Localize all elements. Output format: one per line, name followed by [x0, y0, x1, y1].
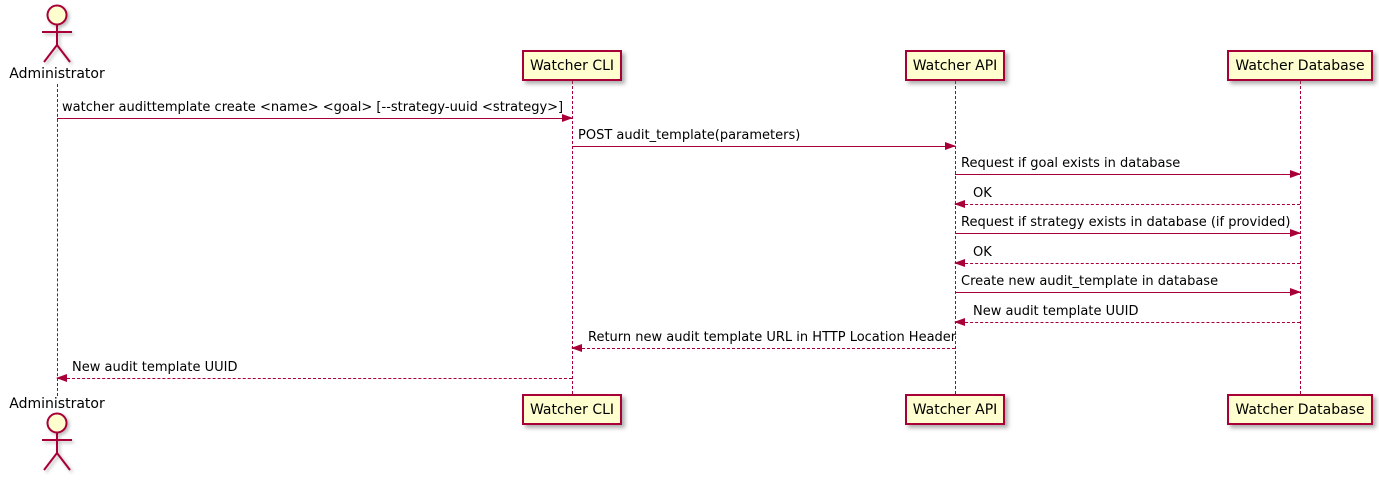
participant-watcher-cli-bottom: Watcher CLI	[522, 394, 622, 425]
administrator-actor-icon	[42, 4, 72, 63]
arrowhead-icon	[562, 114, 573, 122]
message-9-label: Return new audit template URL in HTTP Lo…	[588, 330, 957, 345]
message-2-line	[572, 146, 955, 147]
administrator-actor-icon	[42, 412, 72, 471]
message-4-label: OK	[973, 186, 992, 201]
message-8-label: New audit template UUID	[973, 304, 1139, 319]
message-1-line	[57, 118, 572, 119]
message-9-line	[572, 348, 955, 349]
arrowhead-icon	[945, 142, 956, 150]
message-1-label: watcher audittemplate create <name> <goa…	[62, 100, 564, 115]
actor-label-administrator-bottom: Administrator	[9, 396, 105, 412]
message-7-label: Create new audit_template in database	[961, 274, 1219, 289]
lifeline-watcher-cli	[572, 81, 573, 394]
message-4-line	[955, 204, 1300, 205]
participant-watcher-api-bottom: Watcher API	[905, 394, 1005, 425]
message-10-line	[57, 378, 572, 379]
message-6-label: OK	[973, 245, 992, 260]
participant-watcher-cli-top: Watcher CLI	[522, 50, 622, 81]
lifeline-administrator	[57, 84, 58, 396]
message-5-label: Request if strategy exists in database (…	[961, 215, 1291, 230]
arrowhead-icon	[1290, 170, 1301, 178]
lifeline-watcher-api	[955, 81, 956, 394]
message-5-line	[955, 233, 1300, 234]
participant-watcher-api-top: Watcher API	[905, 50, 1005, 81]
lifeline-watcher-database	[1300, 81, 1301, 394]
arrowhead-icon	[1290, 288, 1301, 296]
arrowhead-icon	[954, 318, 965, 326]
arrowhead-icon	[56, 374, 67, 382]
actor-label-administrator-top: Administrator	[9, 66, 105, 82]
participant-watcher-database-top: Watcher Database	[1227, 50, 1373, 81]
participant-watcher-database-bottom: Watcher Database	[1227, 394, 1373, 425]
message-7-line	[955, 292, 1300, 293]
message-10-label: New audit template UUID	[72, 360, 238, 375]
message-6-line	[955, 263, 1300, 264]
arrowhead-icon	[571, 344, 582, 352]
message-3-line	[955, 174, 1300, 175]
message-2-label: POST audit_template(parameters)	[578, 128, 801, 143]
message-8-line	[955, 322, 1300, 323]
arrowhead-icon	[1290, 229, 1301, 237]
message-3-label: Request if goal exists in database	[961, 156, 1181, 171]
arrowhead-icon	[954, 200, 965, 208]
arrowhead-icon	[954, 259, 965, 267]
